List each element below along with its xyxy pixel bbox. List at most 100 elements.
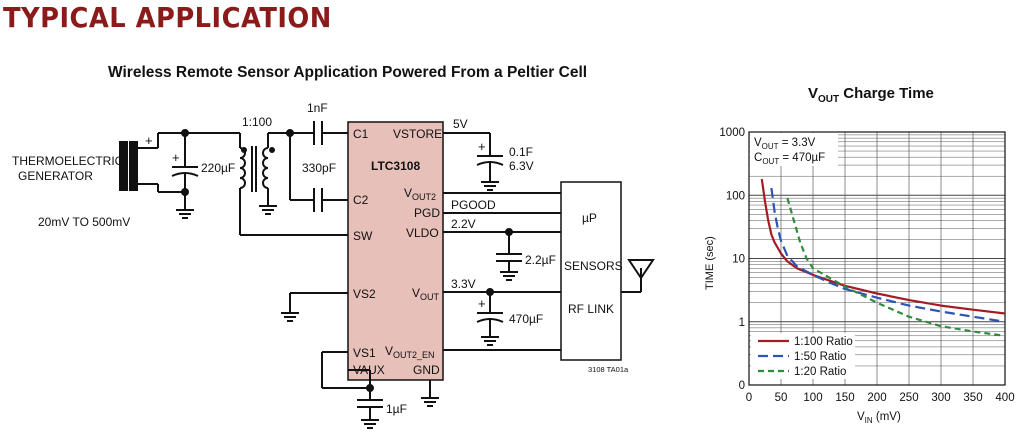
x-tick-label: 50 [775, 392, 788, 404]
block-label-sensors: SENSORS [564, 259, 623, 273]
y-tick-label: 1 [739, 317, 745, 329]
transformer-ratio: 1:100 [242, 115, 272, 129]
pin-vs1: VS1 [353, 346, 376, 360]
annotation-cout: COUT = 470µF [754, 152, 825, 166]
annotation-vout-sub: OUT [762, 142, 779, 151]
net-2v2: 2.2V [451, 217, 476, 231]
chart-title-rest: Charge Time [839, 85, 934, 102]
generator-label-line1: THERMOELECTRIC [12, 154, 124, 168]
y-tick-label: 1000 [719, 127, 745, 139]
x-tick-label: 300 [931, 392, 950, 404]
legend-label: 1:100 Ratio [794, 336, 853, 348]
pin-sw: SW [353, 229, 373, 243]
ldo-cap-value: 2.2µF [525, 253, 556, 267]
pin-vout2-en-sub: OUT2_EN [393, 350, 435, 360]
schematic-title: Wireless Remote Sensor Application Power… [108, 64, 587, 81]
input-cap-plus: + [172, 150, 180, 165]
peltier-generator-symbol [119, 141, 158, 191]
pin-vout2-en: VOUT2_EN [385, 344, 435, 360]
pin-gnd: GND [413, 363, 440, 377]
figure-id: 3108 TA01a [588, 365, 629, 374]
ldo-capacitor [496, 253, 522, 272]
ground-symbol [259, 205, 277, 215]
block-label-rf-link: RF LINK [568, 302, 614, 316]
legend-label: 1:20 Ratio [794, 366, 846, 378]
pin-vstore: VSTORE [393, 127, 442, 141]
pin-vout: VOUT [412, 286, 440, 302]
pin-vout2-main: V [404, 186, 412, 200]
x-tick-label: 100 [803, 392, 822, 404]
pin-vout2-en-main: V [385, 344, 393, 358]
series-line [786, 197, 1006, 337]
aux-cap-value: 1µF [386, 402, 407, 416]
output-cap-value: 470µF [509, 312, 543, 326]
ground-symbol [421, 397, 439, 407]
plot-frame [748, 131, 1006, 386]
ground-symbol [176, 209, 194, 219]
coupling-capacitor-c2 [313, 188, 323, 212]
input-range-label: 20mV TO 500mV [38, 215, 130, 229]
series-layer [760, 178, 1006, 337]
y-tick-label: 100 [726, 190, 745, 202]
chart-title-main: V [808, 85, 818, 102]
pin-vout-sub: OUT [420, 292, 440, 302]
pin-c1: C1 [353, 127, 369, 141]
series-line [760, 178, 1006, 315]
page-heading: TYPICAL APPLICATION [3, 1, 332, 34]
microcontroller-block [560, 181, 622, 361]
ground-symbol [481, 181, 499, 191]
x-axis-label-main: V [857, 411, 865, 423]
pin-vout2-sub: OUT2 [412, 192, 436, 202]
annotation-cout-main: C [754, 152, 762, 164]
x-tick-label: 150 [835, 392, 854, 404]
transformer-symbol [239, 133, 348, 236]
block-label-up: µP [582, 211, 597, 225]
chip-name: LTC3108 [371, 159, 420, 173]
pin-vs2: VS2 [353, 287, 376, 301]
annotation-vout-main: V [754, 137, 762, 149]
x-tick-label: 200 [867, 392, 886, 404]
c1-cap-value: 1nF [307, 101, 328, 115]
storage-cap-voltage: 6.3V [509, 159, 534, 173]
ground-symbol [361, 419, 379, 429]
chart-title: VOUT Charge Time [808, 85, 934, 105]
input-cap-value: 220µF [201, 161, 235, 175]
schematic: Wireless Remote Sensor Application Power… [12, 64, 655, 429]
c2-cap-value: 330pF [302, 161, 336, 175]
pin-pgd: PGD [414, 206, 440, 220]
pin-vldo: VLDO [406, 226, 439, 240]
net-5v: 5V [453, 117, 468, 131]
x-tick-label: 0 [746, 392, 752, 404]
net-pgood: PGOOD [451, 198, 496, 212]
storage-cap-plus: + [478, 139, 486, 154]
annotation-cout-sub: OUT [762, 157, 779, 166]
pin-vout-main: V [412, 286, 420, 300]
output-cap-plus: + [478, 296, 486, 311]
chart-title-sub: OUT [818, 94, 839, 105]
x-tick-label: 400 [995, 392, 1014, 404]
x-tick-label: 350 [963, 392, 982, 404]
output-capacitor [476, 312, 504, 337]
annotation-vout: VOUT = 3.3V [754, 137, 816, 151]
legend-label: 1:50 Ratio [794, 351, 846, 363]
annotation-box [750, 133, 838, 166]
x-axis-label-sub: IN [865, 416, 873, 425]
aux-capacitor [357, 399, 383, 420]
storage-cap-value: 0.1F [509, 145, 533, 159]
x-tick-label: 250 [899, 392, 918, 404]
x-axis-label: VIN (mV) [857, 411, 901, 425]
x-axis-label-rest: (mV) [873, 411, 901, 423]
ltc3108-chip [347, 121, 444, 381]
ground-symbol [281, 312, 299, 322]
y-axis-label: TIME (sec) [704, 236, 716, 290]
y-tick-label: 10 [732, 254, 745, 266]
generator-plus: + [145, 133, 153, 148]
chart-legend: 1:100 Ratio 1:50 Ratio 1:20 Ratio [751, 333, 855, 379]
generator-label-line2: GENERATOR [18, 169, 93, 183]
pin-c2: C2 [353, 193, 369, 207]
annotation-vout-rest: = 3.3V [779, 137, 816, 149]
storage-capacitor [476, 155, 504, 182]
